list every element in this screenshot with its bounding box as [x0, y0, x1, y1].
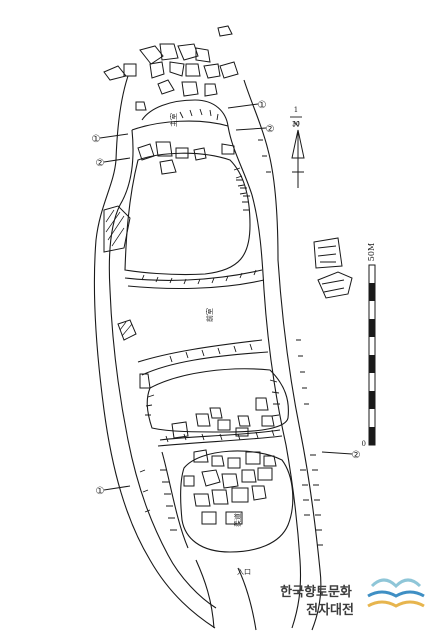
hatch-fill [105, 209, 133, 337]
entrance-label: 入口 [237, 568, 251, 576]
room-label-front: 前室 [205, 308, 214, 322]
artefact-vessel [313, 237, 353, 299]
section-marker-6: ① [96, 486, 105, 497]
section-marker-5: ② [352, 450, 361, 461]
slope-hachures [139, 108, 323, 546]
stone-cluster-lower [171, 397, 277, 525]
scale-bar-zero: 0 [362, 440, 366, 448]
north-arrow [291, 129, 305, 188]
section-marker-3: ① [258, 100, 267, 111]
chamber-outlines [124, 99, 294, 631]
section-marker-4: ② [266, 124, 275, 135]
scale-ratio-top: 1 [294, 106, 298, 114]
scale-bar [368, 264, 376, 446]
section-marker-2: ② [96, 158, 105, 169]
section-lines [99, 103, 353, 491]
watermark-logo [367, 578, 425, 608]
north-marker-label: N [293, 120, 300, 129]
room-label-passage: 羨道 [233, 513, 242, 527]
stone-cluster-upper [137, 141, 235, 175]
watermark-wave-top [370, 578, 422, 589]
stone-cluster-top [103, 25, 239, 111]
side-stones [103, 205, 151, 389]
scale-bar-label: 50M [367, 243, 376, 261]
watermark-line1: 한국향토문화 [280, 584, 352, 600]
watermark-wave-bottom [367, 600, 425, 608]
room-label-main: 主室 [169, 113, 178, 127]
watermark-line2: 전자대전 [306, 602, 354, 618]
watermark-wave-mid [367, 590, 425, 598]
scale-ratio-bottom: 30 [292, 121, 300, 128]
section-marker-1: ① [92, 134, 101, 145]
